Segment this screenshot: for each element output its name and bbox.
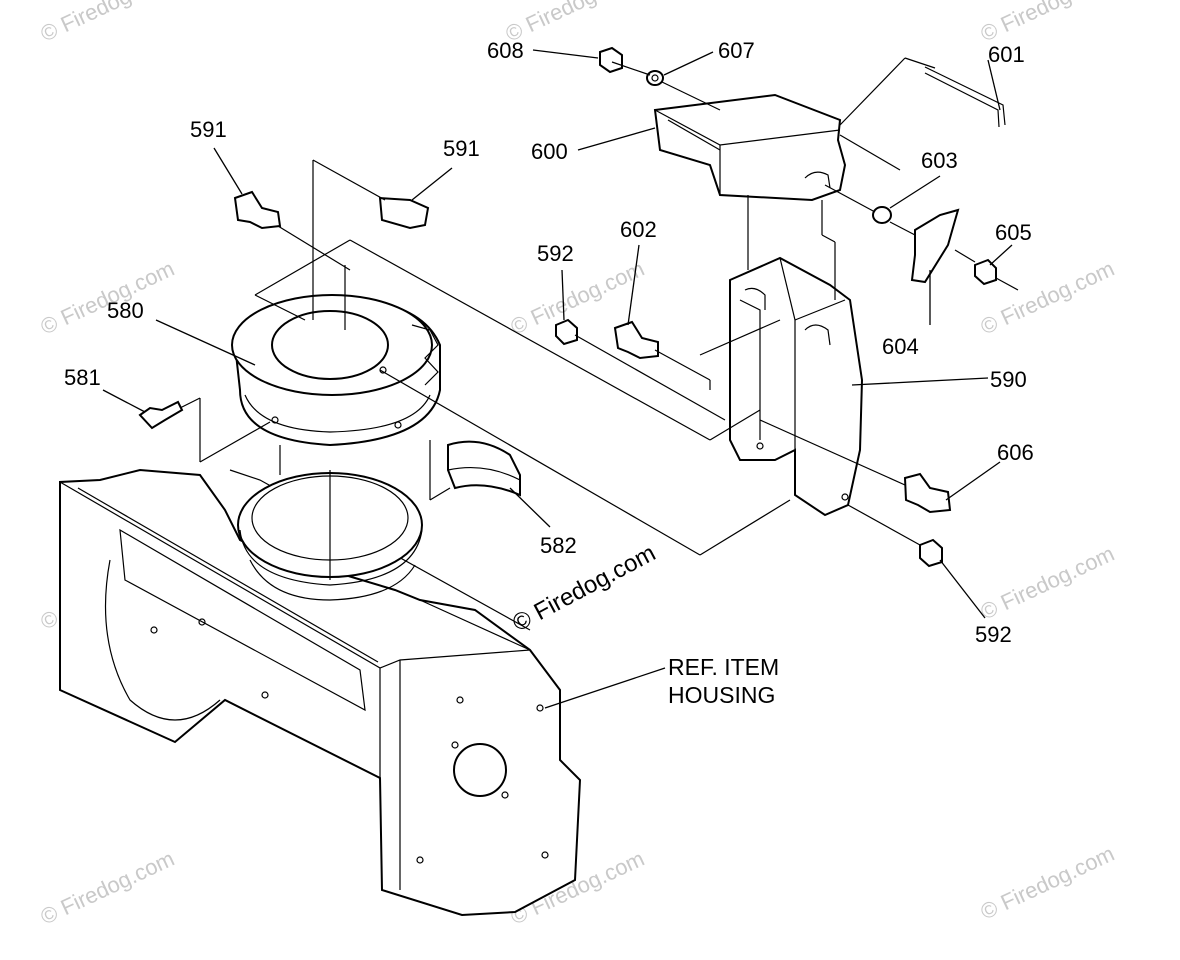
watermark: © Firedog.com [977,256,1119,340]
watermark: © Firedog.com [977,541,1119,625]
chute-deflector-drawing [729,256,864,517]
hardware-drawing [138,46,1006,568]
part-label-607: 607 [718,38,755,63]
part-label-582: 582 [540,533,577,558]
part-label-581: 581 [64,365,101,390]
part-label-608: 608 [487,38,524,63]
part-label-606: 606 [997,440,1034,465]
ref-item-line1: REF. ITEM [668,654,779,680]
part-label-600: 600 [531,139,568,164]
part-label-591: 591 [190,117,227,142]
part-label-590: 590 [990,367,1027,392]
part-label-591: 591 [443,136,480,161]
main-watermark: © Firedog.com [508,539,660,637]
part-label-605: 605 [995,220,1032,245]
watermark: © Firedog.com [37,846,179,930]
part-label-592: 592 [975,622,1012,647]
part-label-580: 580 [107,298,144,323]
part-label-602: 602 [620,217,657,242]
part-label-592: 592 [537,241,574,266]
watermark: © Firedog.com [977,841,1119,925]
part-labels: 608 607 601 600 591 591 603 605 602 592 … [64,38,1034,647]
chute-ring-drawing [231,294,441,447]
part-label-604: 604 [882,334,919,359]
part-label-601: 601 [988,42,1025,67]
reference-item-label: REF. ITEM HOUSING [668,654,779,708]
deflector-cap-drawing [653,93,847,202]
part-label-603: 603 [921,148,958,173]
leader-lines [102,49,1019,709]
watermark: © Firedog.com [977,0,1119,47]
housing-drawing [59,468,582,917]
watermark: © Firedog.com [37,0,179,47]
ref-item-line2: HOUSING [668,682,775,708]
